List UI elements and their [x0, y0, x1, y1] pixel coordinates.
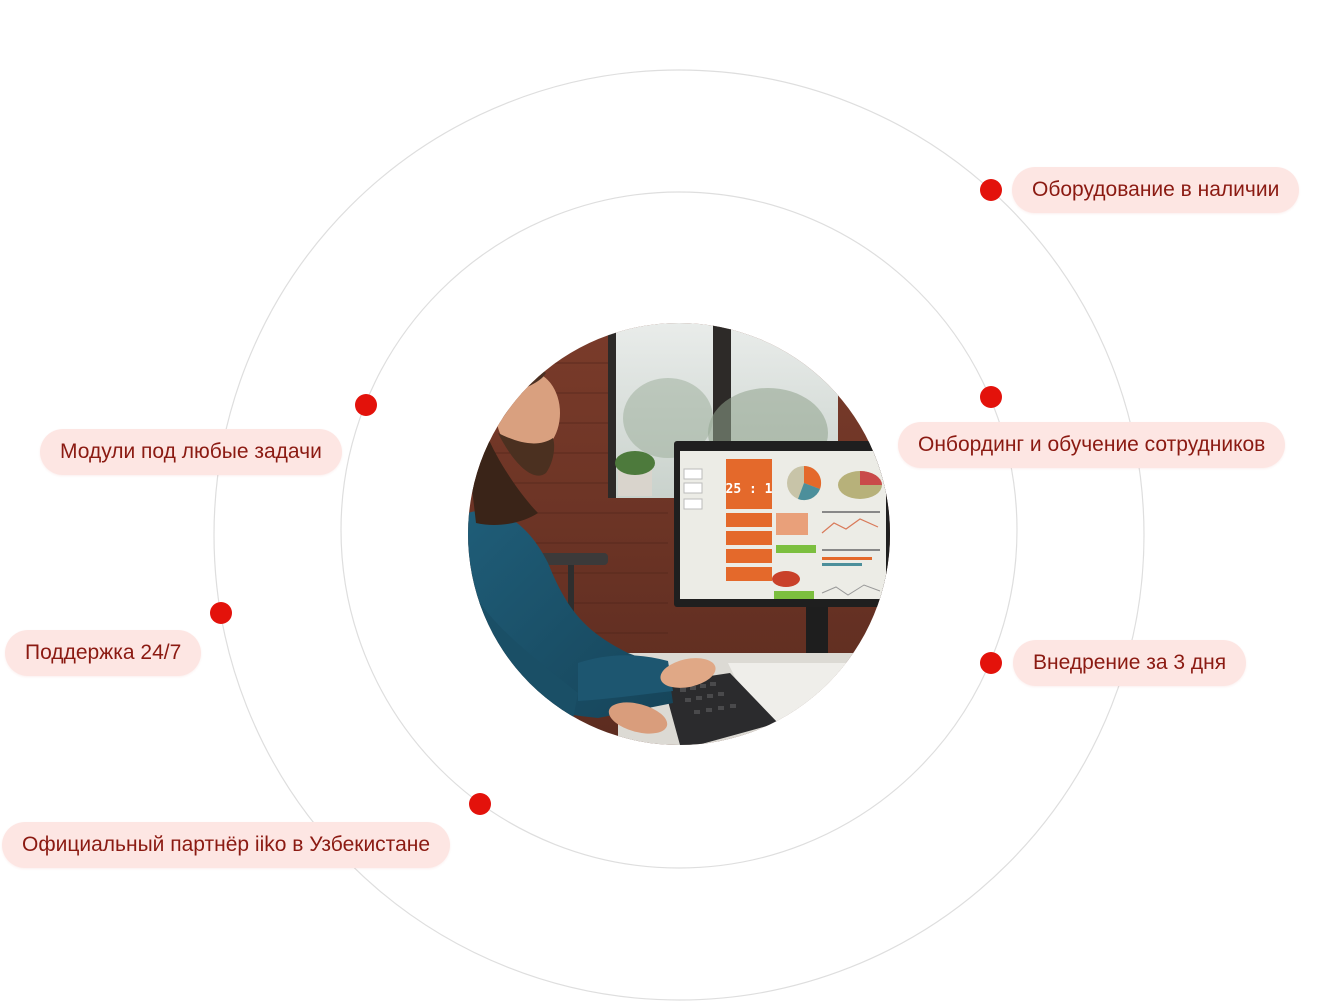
inner-orbit [340, 191, 1018, 869]
feature-label: Модули под любые задачи [60, 440, 322, 463]
feature-dot-support [210, 602, 232, 624]
feature-equipment-in-stock: Оборудование в наличии [1012, 167, 1300, 213]
feature-dot-equipment [980, 179, 1002, 201]
office-worker-illustration: 25 : 1 [468, 323, 890, 745]
feature-modules-any-tasks: Модули под любые задачи [40, 429, 342, 475]
feature-dot-modules [355, 394, 377, 416]
feature-label: Официальный партнёр iiko в Узбекистане [22, 833, 431, 856]
feature-support-24-7: Поддержка 24/7 [5, 630, 202, 676]
feature-label: Поддержка 24/7 [25, 641, 182, 664]
feature-dot-implementation [980, 652, 1002, 674]
feature-label: Внедрение за 3 дня [1033, 651, 1227, 674]
feature-label: Оборудование в наличии [1032, 178, 1280, 201]
outer-orbit [213, 69, 1145, 1001]
feature-official-partner: Официальный партнёр iiko в Узбекистане [2, 822, 451, 868]
feature-dot-partner [469, 793, 491, 815]
feature-dot-onboarding [980, 386, 1002, 408]
feature-onboarding-training: Онбординг и обучение сотрудников [898, 422, 1286, 468]
screen-counter: 25 : 1 [726, 482, 773, 497]
hero-photo: 25 : 1 [468, 323, 890, 745]
feature-label: Онбординг и обучение сотрудников [918, 433, 1266, 456]
feature-implementation-3-days: Внедрение за 3 дня [1013, 640, 1247, 686]
